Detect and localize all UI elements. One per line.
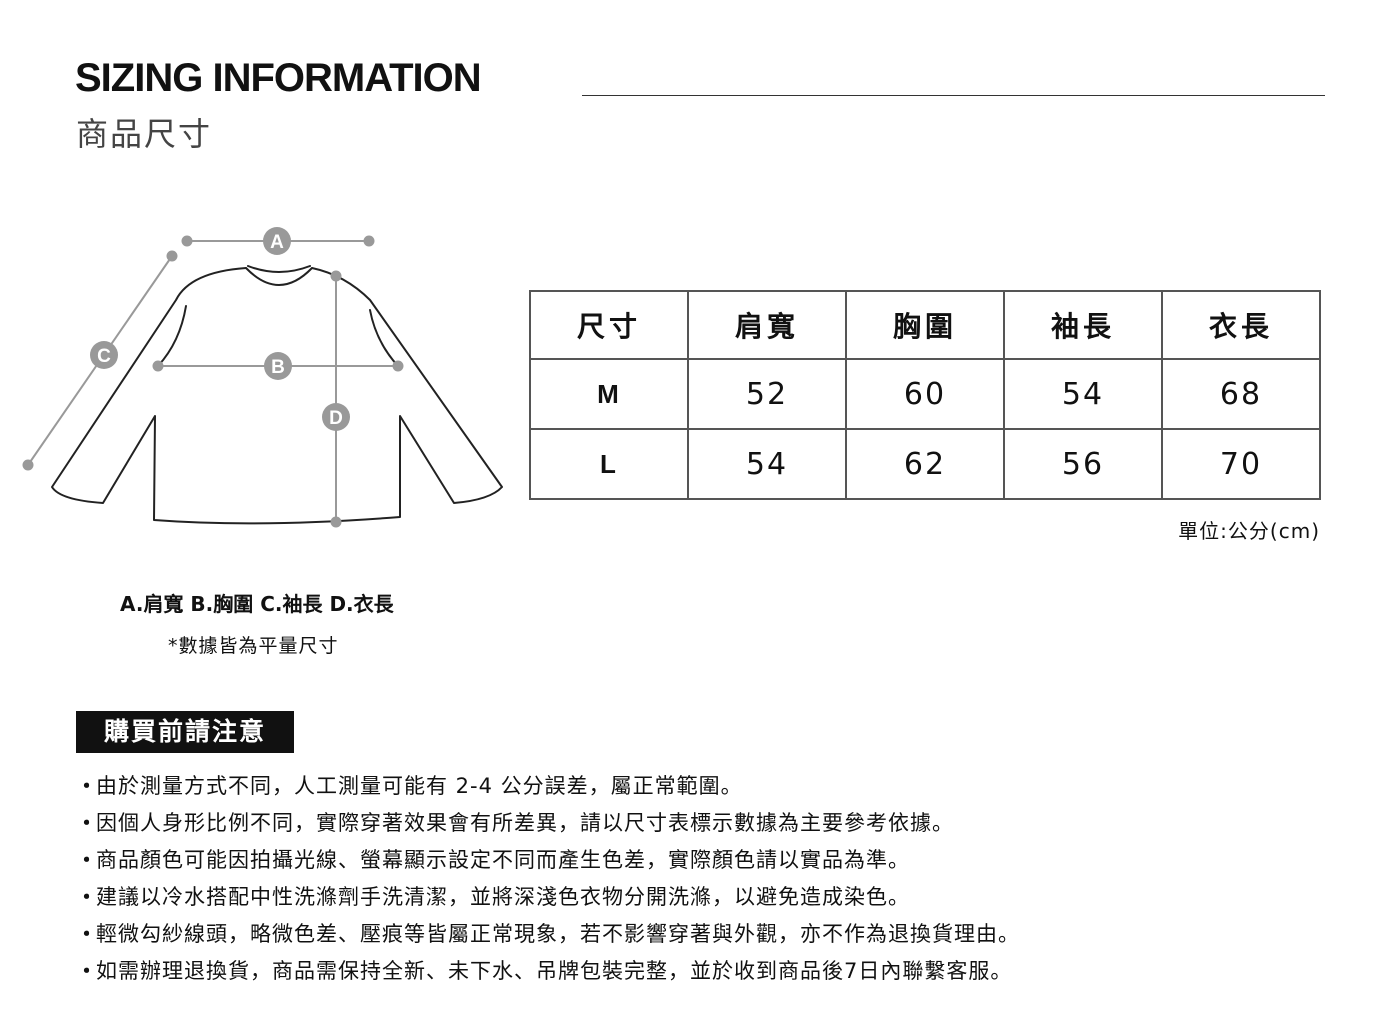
title-divider <box>582 95 1325 96</box>
notice-text: 商品顏色可能因拍攝光線、螢幕顯示設定不同而產生色差，實際顏色請以實品為準。 <box>96 848 910 872</box>
marker-a: A <box>263 227 291 255</box>
bullet-icon: ・ <box>76 885 98 909</box>
notice-text: 如需辦理退換貨，商品需保持全新、未下水、吊牌包裝完整，並於收到商品後7日內聯繫客… <box>96 959 1013 983</box>
bullet-icon: ・ <box>76 774 98 798</box>
table-row: L 54 62 56 70 <box>529 428 1321 500</box>
list-item: ・建議以冷水搭配中性洗滌劑手洗清潔，並將深淺色衣物分開洗滌，以避免造成染色。 <box>76 883 1326 920</box>
bullet-icon: ・ <box>76 959 98 983</box>
list-item: ・由於測量方式不同，人工測量可能有 2-4 公分誤差，屬正常範圍。 <box>76 772 1326 809</box>
notice-text: 輕微勾紗線頭，略微色差、壓痕等皆屬正常現象，若不影響穿著與外觀，亦不作為退換貨理… <box>96 922 1020 946</box>
page-title: SIZING INFORMATION <box>75 56 482 100</box>
notice-list: ・由於測量方式不同，人工測量可能有 2-4 公分誤差，屬正常範圍。 ・因個人身形… <box>76 772 1326 994</box>
table-cell: 62 <box>845 428 1005 500</box>
notice-title: 購買前請注意 <box>76 711 294 753</box>
diagram-legend: A.肩寬 B.胸圍 C.袖長 D.衣長 <box>120 592 394 616</box>
table-row: M 52 60 54 68 <box>529 358 1321 430</box>
size-table-header-row: 尺寸 肩寬 胸圍 袖長 衣長 <box>529 290 1321 360</box>
list-item: ・輕微勾紗線頭，略微色差、壓痕等皆屬正常現象，若不影響穿著與外觀，亦不作為退換貨… <box>76 920 1326 957</box>
table-cell: 70 <box>1161 428 1321 500</box>
table-cell: 68 <box>1161 358 1321 430</box>
size-cell: L <box>529 428 689 500</box>
table-cell: 56 <box>1003 428 1163 500</box>
table-cell: 54 <box>1003 358 1163 430</box>
marker-b: B <box>264 352 292 380</box>
table-cell: 54 <box>687 428 847 500</box>
header-shoulder: 肩寬 <box>687 290 847 360</box>
marker-a-label: A <box>270 232 284 253</box>
marker-d-label: D <box>329 408 343 429</box>
size-cell: M <box>529 358 689 430</box>
list-item: ・如需辦理退換貨，商品需保持全新、未下水、吊牌包裝完整，並於收到商品後7日內聯繫… <box>76 957 1326 994</box>
header-size: 尺寸 <box>529 290 689 360</box>
bullet-icon: ・ <box>76 848 98 872</box>
table-cell: 52 <box>687 358 847 430</box>
notice-text: 因個人身形比例不同，實際穿著效果會有所差異，請以尺寸表標示數據為主要參考依據。 <box>96 811 954 835</box>
marker-d: D <box>322 403 350 431</box>
notice-text: 建議以冷水搭配中性洗滌劑手洗清潔，並將深淺色衣物分開洗滌，以避免造成染色。 <box>96 885 910 909</box>
marker-c-label: C <box>97 346 111 367</box>
header-sleeve: 袖長 <box>1003 290 1163 360</box>
list-item: ・因個人身形比例不同，實際穿著效果會有所差異，請以尺寸表標示數據為主要參考依據。 <box>76 809 1326 846</box>
garment-measurement-diagram: A B C D <box>22 227 503 528</box>
measure-lines <box>22 235 404 528</box>
notice-text: 由於測量方式不同，人工測量可能有 2-4 公分誤差，屬正常範圍。 <box>96 774 743 798</box>
measurement-note: *數據皆為平量尺寸 <box>168 635 339 657</box>
list-item: ・商品顏色可能因拍攝光線、螢幕顯示設定不同而產生色差，實際顏色請以實品為準。 <box>76 846 1326 883</box>
marker-b-label: B <box>271 357 285 378</box>
unit-label: 單位:公分(cm) <box>1178 519 1320 543</box>
header-chest: 胸圍 <box>845 290 1005 360</box>
page-subtitle: 商品尺寸 <box>76 115 213 153</box>
bullet-icon: ・ <box>76 811 98 835</box>
sweater-outline <box>51 265 503 525</box>
table-cell: 60 <box>845 358 1005 430</box>
bullet-icon: ・ <box>76 922 98 946</box>
marker-c: C <box>90 341 118 369</box>
size-table: 尺寸 肩寬 胸圍 袖長 衣長 M 52 60 54 68 L 54 62 56 … <box>529 290 1321 500</box>
header-length: 衣長 <box>1161 290 1321 360</box>
